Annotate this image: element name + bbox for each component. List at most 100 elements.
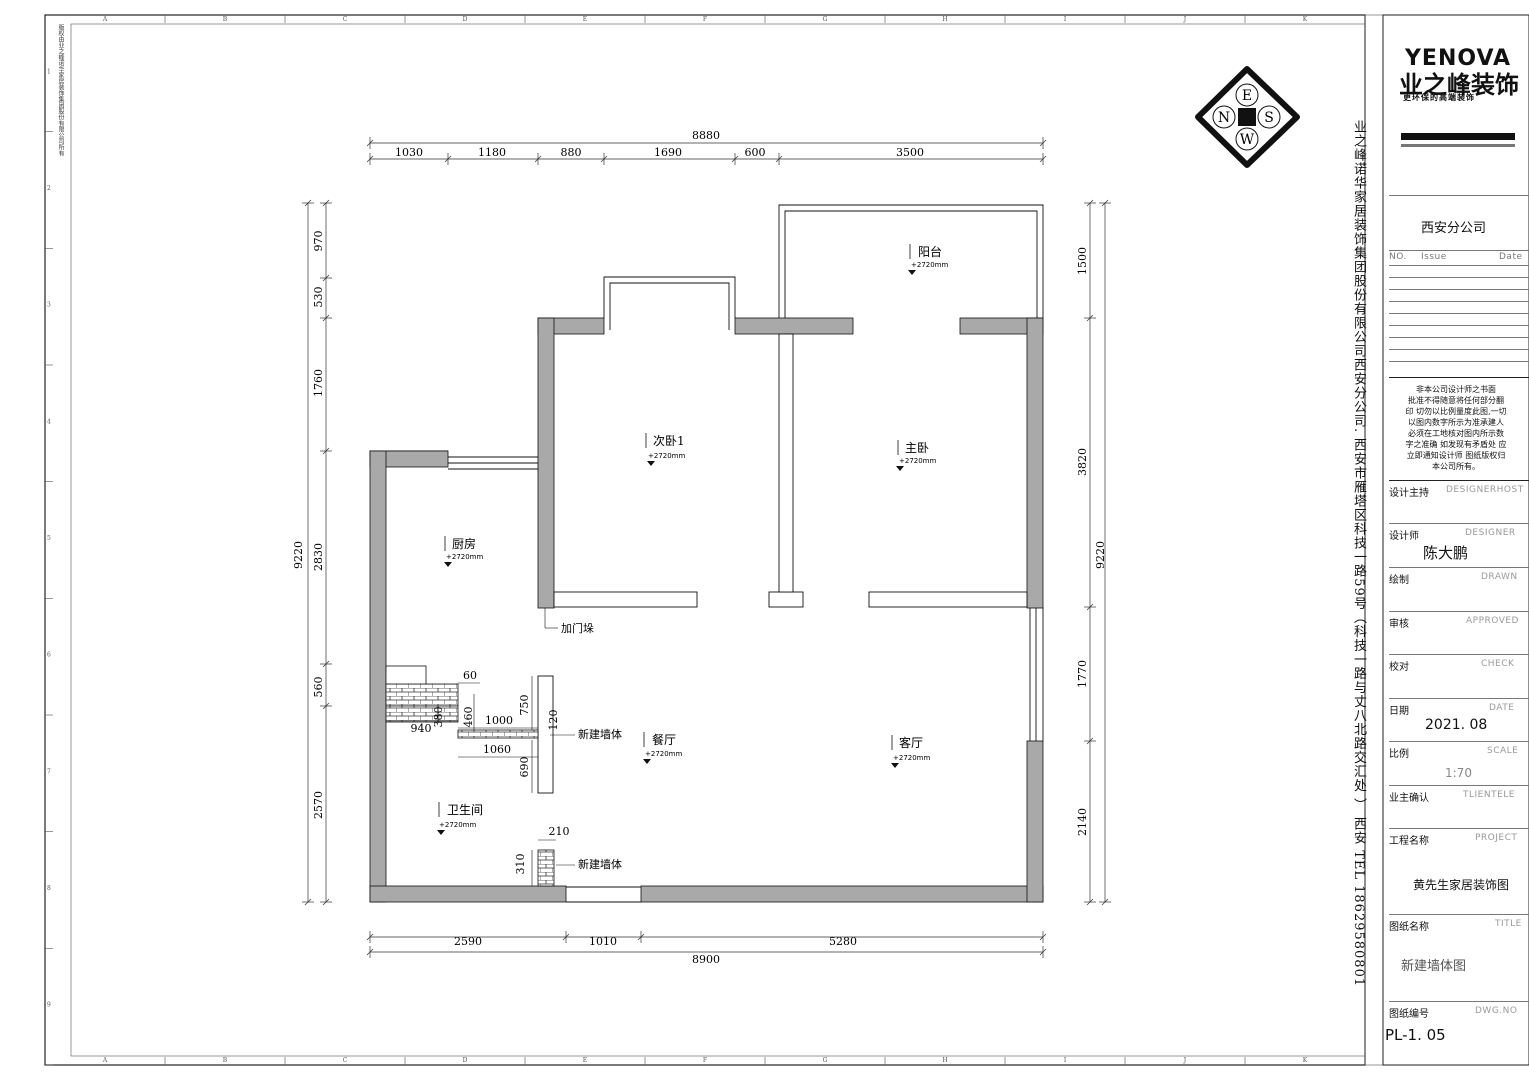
inner-dim-lines — [386, 608, 575, 886]
grid-col-label: G — [823, 16, 828, 23]
svg-text:+2720mm: +2720mm — [446, 553, 483, 561]
elevation-triangles — [437, 270, 916, 835]
grid-row-label: 4 — [47, 418, 51, 425]
grid-col-label: I — [1064, 16, 1067, 23]
grid-col-label: E — [583, 16, 587, 23]
dim-inner-750: 750 — [518, 695, 531, 716]
annotation-door-pier: 加门垛 — [561, 621, 594, 635]
svg-text:+2720mm: +2720mm — [645, 750, 682, 758]
grid-row-label: 7 — [47, 768, 51, 775]
dim-top-3: 880 — [561, 146, 582, 159]
dim-left-5: 560 — [312, 677, 325, 698]
dim-inner-460: 460 — [462, 707, 475, 728]
room-second-bedroom: 次卧1 — [653, 434, 685, 448]
logo-cn: 业之峰装饰 — [1399, 71, 1519, 99]
grid-row-label: 8 — [47, 885, 51, 892]
designer-label: 设计师 — [1389, 531, 1419, 542]
dim-inner-1000: 1000 — [485, 714, 513, 727]
grid-col-label: A — [102, 16, 108, 23]
logo-en: YENOVA — [1405, 46, 1512, 71]
grid-col-label: F — [703, 16, 707, 23]
new-walls — [385, 665, 555, 887]
compass-e: E — [1242, 88, 1252, 104]
check-label: 校对 — [1389, 662, 1409, 673]
dim-top-total: 8880 — [692, 129, 720, 142]
dim-bottom-3: 5280 — [829, 935, 857, 948]
dim-top-5: 600 — [745, 146, 766, 159]
dim-top-1: 1030 — [395, 146, 423, 159]
project-value: 黄先生家居装饰图 — [1413, 878, 1510, 892]
dim-inner-210: 210 — [549, 825, 570, 838]
annotation-new-wall-2: 新建墙体 — [578, 857, 622, 871]
dim-bottom-total: 8900 — [692, 953, 720, 966]
grid-col-label: A — [102, 1057, 108, 1064]
logo-sub: 更环保的高端装饰 — [1403, 93, 1475, 102]
grid-row-label: 9 — [47, 1002, 51, 1009]
grid-row-label: 5 — [47, 535, 51, 542]
svg-text:+2720mm: +2720mm — [439, 821, 476, 829]
grid-col-label: H — [942, 1057, 947, 1064]
dim-right-4: 2140 — [1076, 808, 1089, 836]
grid-row-label: 6 — [47, 652, 51, 659]
grid-col-label: E — [583, 1057, 587, 1064]
designer-en: DESIGNER — [1465, 528, 1516, 538]
designer-name: 陈大鹏 — [1423, 544, 1469, 562]
drawing-en: TITLE — [1495, 919, 1522, 929]
grid-col-label: B — [223, 16, 228, 23]
logo-bar-thin — [1401, 144, 1515, 147]
project-en: PROJECT — [1475, 833, 1518, 843]
dim-inner-120: 120 — [547, 710, 560, 731]
scale-label: 比例 — [1389, 749, 1409, 760]
dwg-value: PL-1. 05 — [1385, 1026, 1446, 1044]
room-bathroom: 卫生间 — [447, 803, 483, 817]
issue-no: NO. — [1389, 252, 1407, 262]
grid-row-label: 3 — [47, 302, 51, 309]
approved-en: APPROVED — [1466, 616, 1519, 626]
dim-right-2: 3820 — [1076, 448, 1089, 476]
elevation-marks: +2720mm +2720mm +2720mm +2720mm +2720mm … — [439, 261, 948, 829]
dim-right-1: 1500 — [1076, 247, 1089, 275]
designer-host-label: 设计主持 — [1389, 488, 1429, 499]
grid-row-label: 1 — [47, 68, 51, 75]
grid-col-label: G — [823, 1057, 828, 1064]
grid-col-label: D — [463, 16, 468, 23]
dim-right-3: 1770 — [1076, 660, 1089, 688]
dim-left-6: 2570 — [312, 791, 325, 819]
client-label: 业主确认 — [1389, 793, 1429, 804]
project-label: 工程名称 — [1389, 836, 1429, 847]
scale-value: 1:70 — [1445, 766, 1472, 780]
grid-col-label: J — [1183, 16, 1187, 23]
dim-left-1: 970 — [312, 231, 325, 252]
dim-right-total: 9220 — [1094, 541, 1107, 569]
room-living: 客厅 — [899, 735, 923, 750]
grid-col-label: I — [1064, 1057, 1067, 1064]
svg-text:+2720mm: +2720mm — [893, 754, 930, 762]
room-label-brackets — [438, 244, 911, 817]
walls — [369, 317, 1044, 903]
dim-left-2: 530 — [312, 287, 325, 308]
copyright-note: 版权由业之峰诺华家居装饰集团股份有限公司所有 — [57, 24, 64, 156]
room-labels: 阳台 次卧1 主卧 厨房 餐厅 客厅 卫生间 — [447, 244, 942, 817]
dim-left-total: 9220 — [292, 541, 305, 569]
drawn-label: 绘制 — [1389, 575, 1409, 586]
grid-col-label: F — [703, 1057, 707, 1064]
scale-en: SCALE — [1487, 746, 1519, 756]
compass-w: W — [1240, 132, 1255, 148]
dim-inner-1060: 1060 — [483, 743, 511, 756]
grid-col-label: D — [463, 1057, 468, 1064]
drawing-value: 新建墙体图 — [1401, 959, 1467, 974]
svg-text:+2720mm: +2720mm — [899, 457, 936, 465]
dim-top-2: 1180 — [478, 146, 506, 159]
copyright-notice: 非本公司设计师之书面 批准不得随意将任何部分翻 印 切勿以比例量度此图,一切 以… — [1405, 385, 1507, 471]
date-label: 日期 — [1389, 706, 1409, 717]
title-block-frame — [1382, 14, 1529, 1066]
issue-date: Date — [1499, 252, 1523, 262]
room-kitchen: 厨房 — [452, 536, 476, 551]
dim-inner-690: 690 — [518, 757, 531, 778]
grid-col-label: C — [343, 16, 348, 23]
check-en: CHECK — [1481, 659, 1515, 669]
dim-bottom-2: 1010 — [589, 935, 617, 948]
dim-left-4: 2830 — [312, 543, 325, 571]
dim-bottom-1: 2590 — [454, 935, 482, 948]
